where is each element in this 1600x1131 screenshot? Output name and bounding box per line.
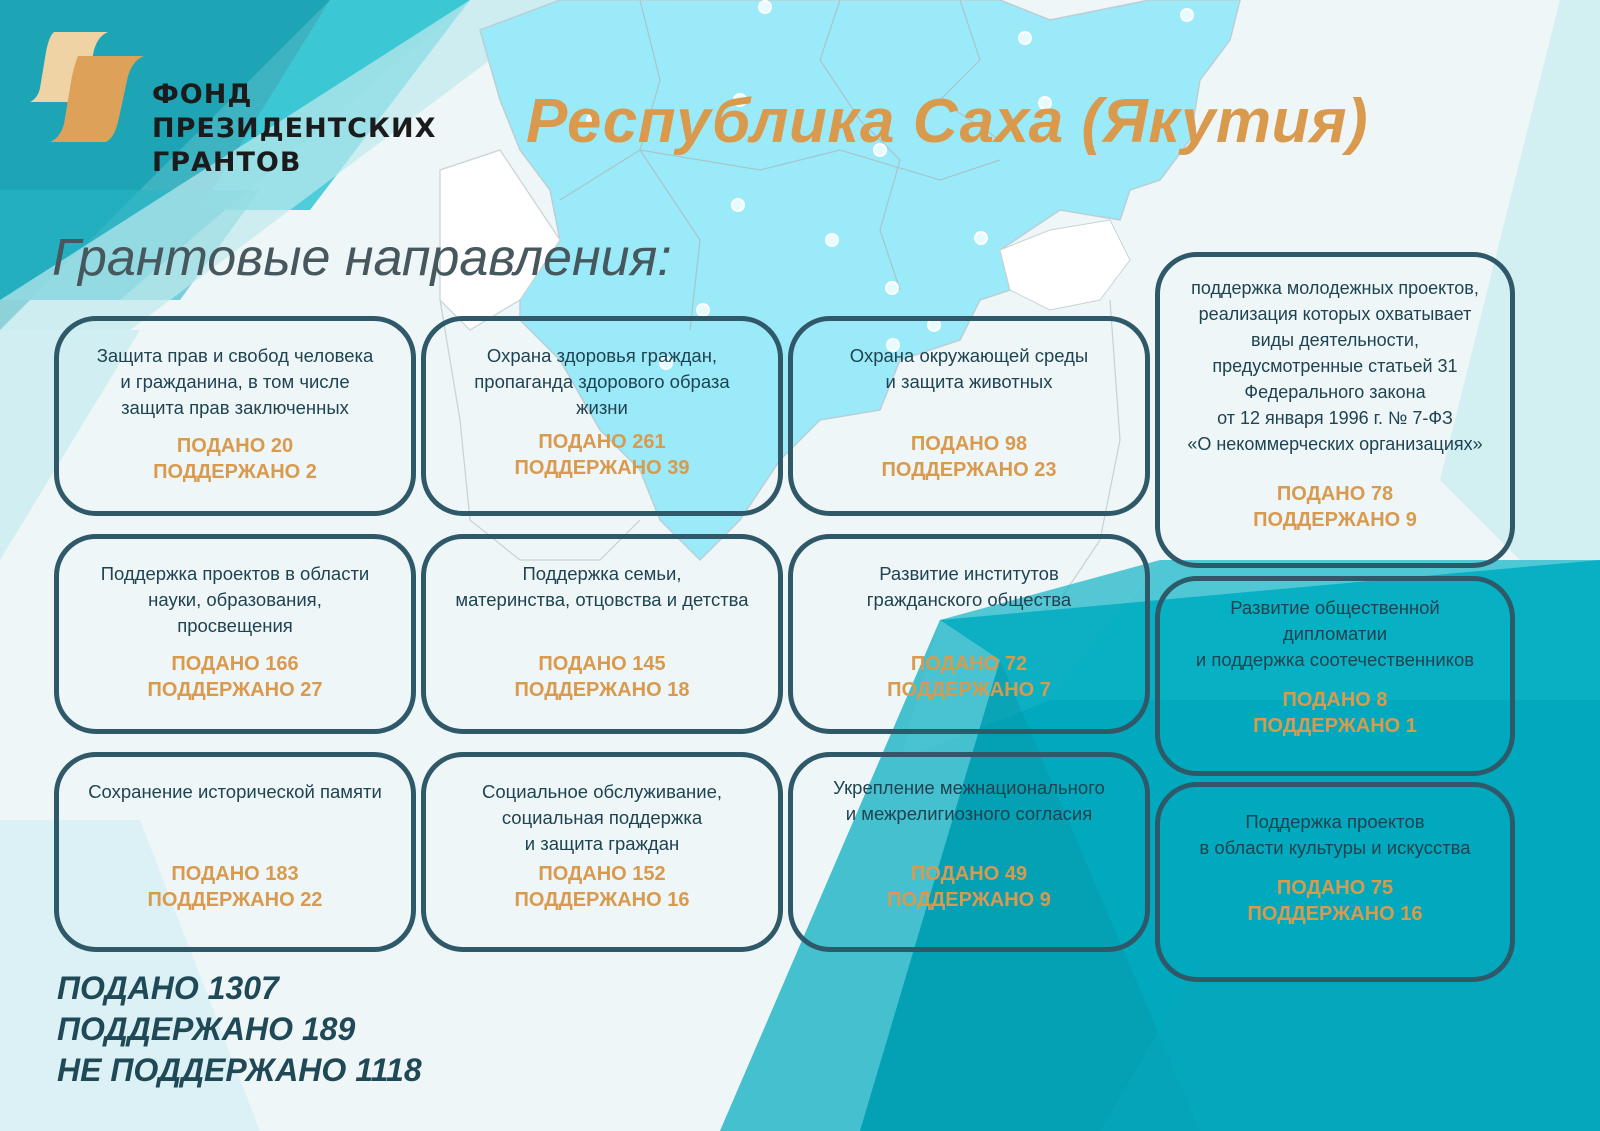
submitted-count: ПОДАНО 49 — [910, 863, 1028, 885]
card-stats: ПОДАНО 78 ПОДДЕРЖАНО 9 — [1253, 481, 1417, 533]
card-stats: ПОДАНО 75 ПОДДЕРЖАНО 16 — [1248, 875, 1423, 927]
supported-count: ПОДДЕРЖАНО 27 — [147, 679, 323, 701]
submitted-count: ПОДАНО 98 — [910, 433, 1028, 455]
card-stats: ПОДАНО 72 ПОДДЕРЖАНО 7 — [887, 651, 1051, 703]
grant-card-historical-memory: Сохранение исторической памяти ПОДАНО 18… — [54, 752, 416, 952]
grant-card-public-diplomacy: Развитие общественной дипломатии и подде… — [1155, 576, 1515, 776]
card-title: Охрана здоровья граждан, пропаганда здор… — [474, 345, 730, 418]
card-title: Поддержка семьи, материнства, отцовства … — [455, 563, 749, 610]
card-title: поддержка молодежных проектов, реализаци… — [1187, 278, 1483, 454]
card-stats: ПОДАНО 183 ПОДДЕРЖАНО 22 — [148, 861, 323, 913]
totals-summary: ПОДАНО 1307 ПОДДЕРЖАНО 189 НЕ ПОДДЕРЖАНО… — [57, 968, 422, 1091]
submitted-count: ПОДАНО 183 — [171, 863, 299, 885]
grant-card-culture-arts: Поддержка проектов в области культуры и … — [1155, 782, 1515, 982]
fund-logo-mark-icon — [30, 32, 144, 142]
submitted-count: ПОДАНО 145 — [538, 653, 666, 675]
total-supported: ПОДДЕРЖАНО 189 — [57, 1011, 356, 1047]
submitted-count: ПОДАНО 75 — [1276, 877, 1394, 899]
region-title: Республика Саха (Якутия) — [526, 87, 1369, 156]
card-title: Развитие институтов гражданского обществ… — [866, 563, 1072, 610]
grant-card-interethnic-harmony: Укрепление межнационального и межрелигио… — [788, 752, 1150, 952]
card-title: Социальное обслуживание, социальная подд… — [481, 781, 722, 854]
grant-card-youth: поддержка молодежных проектов, реализаци… — [1155, 252, 1515, 568]
card-stats: ПОДАНО 261 ПОДДЕРЖАНО 39 — [515, 429, 690, 481]
card-stats: ПОДАНО 8 ПОДДЕРЖАНО 1 — [1253, 687, 1417, 739]
submitted-count: ПОДАНО 166 — [171, 653, 299, 675]
card-stats: ПОДАНО 20 ПОДДЕРЖАНО 2 — [153, 433, 317, 485]
card-title: Укрепление межнационального и межрелигио… — [833, 777, 1105, 824]
submitted-count: ПОДАНО 261 — [538, 431, 666, 453]
grant-card-social-services: Социальное обслуживание, социальная подд… — [421, 752, 783, 952]
fund-name-line: ФОНД — [152, 79, 253, 110]
card-stats: ПОДАНО 166 ПОДДЕРЖАНО 27 — [148, 651, 323, 703]
section-title: Грантовые направления: — [52, 229, 672, 287]
card-stats: ПОДАНО 152 ПОДДЕРЖАНО 16 — [515, 861, 690, 913]
card-stats: ПОДАНО 145 ПОДДЕРЖАНО 18 — [515, 651, 690, 703]
card-stats: ПОДАНО 98 ПОДДЕРЖАНО 23 — [882, 431, 1057, 483]
grant-card-science-education: Поддержка проектов в области науки, обра… — [54, 534, 416, 734]
supported-count: ПОДДЕРЖАНО 1 — [1253, 715, 1417, 737]
grant-card-civil-society: Развитие институтов гражданского обществ… — [788, 534, 1150, 734]
grant-card-human-rights: Защита прав и свобод человека и граждани… — [54, 316, 416, 516]
submitted-count: ПОДАНО 152 — [538, 863, 666, 885]
supported-count: ПОДДЕРЖАНО 18 — [514, 679, 690, 701]
supported-count: ПОДДЕРЖАНО 16 — [1247, 903, 1423, 925]
supported-count: ПОДДЕРЖАНО 22 — [147, 889, 323, 911]
fund-name-line: ГРАНТОВ — [152, 147, 302, 178]
card-stats: ПОДАНО 49 ПОДДЕРЖАНО 9 — [887, 861, 1051, 913]
supported-count: ПОДДЕРЖАНО 9 — [1253, 509, 1417, 531]
fund-name-line: ПРЕЗИДЕНТСКИХ — [152, 113, 437, 144]
fund-name: ФОНД ПРЕЗИДЕНТСКИХ ГРАНТОВ — [152, 78, 436, 180]
supported-count: ПОДДЕРЖАНО 7 — [887, 679, 1051, 701]
supported-count: ПОДДЕРЖАНО 23 — [881, 459, 1057, 481]
supported-count: ПОДДЕРЖАНО 39 — [514, 457, 690, 479]
card-title: Сохранение исторической памяти — [88, 781, 382, 802]
total-submitted: ПОДАНО 1307 — [57, 970, 279, 1006]
supported-count: ПОДДЕРЖАНО 16 — [514, 889, 690, 911]
submitted-count: ПОДАНО 78 — [1276, 483, 1394, 505]
total-not-supported: НЕ ПОДДЕРЖАНО 1118 — [57, 1052, 422, 1088]
card-title: Развитие общественной дипломатии и подде… — [1195, 597, 1475, 670]
card-title: Охрана окружающей среды и защита животны… — [849, 345, 1089, 392]
grant-card-health: Охрана здоровья граждан, пропаганда здор… — [421, 316, 783, 516]
card-title: Поддержка проектов в области культуры и … — [1199, 811, 1471, 858]
card-title: Защита прав и свобод человека и граждани… — [96, 345, 374, 418]
supported-count: ПОДДЕРЖАНО 2 — [153, 461, 317, 483]
submitted-count: ПОДАНО 8 — [1282, 689, 1388, 711]
grant-card-environment: Охрана окружающей среды и защита животны… — [788, 316, 1150, 516]
submitted-count: ПОДАНО 72 — [910, 653, 1028, 675]
card-title: Поддержка проектов в области науки, обра… — [100, 563, 370, 636]
grant-card-family: Поддержка семьи, материнства, отцовства … — [421, 534, 783, 734]
submitted-count: ПОДАНО 20 — [176, 435, 294, 457]
supported-count: ПОДДЕРЖАНО 9 — [887, 889, 1051, 911]
